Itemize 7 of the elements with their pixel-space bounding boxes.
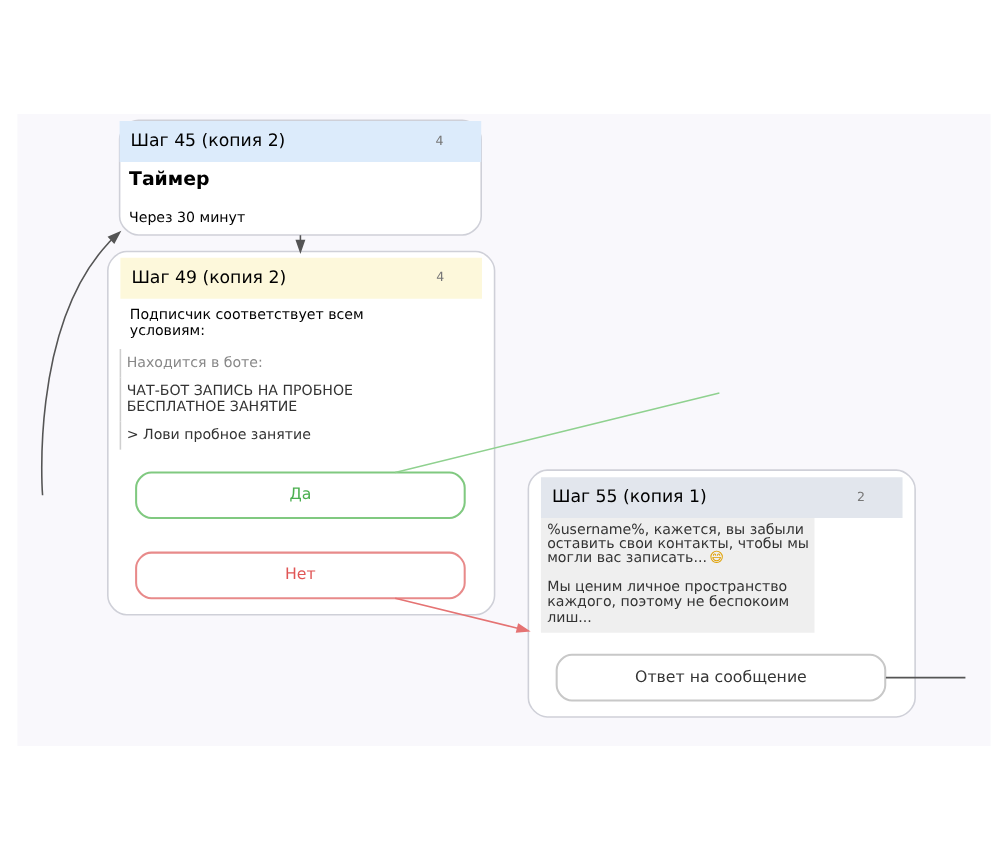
arrow [40,230,122,497]
connector [394,392,721,474]
node-box: Нет [135,551,466,600]
arrow [394,597,531,633]
connector [885,676,967,679]
node-box: Ответ на сообщение [555,653,887,702]
node-box: Да [135,471,466,520]
